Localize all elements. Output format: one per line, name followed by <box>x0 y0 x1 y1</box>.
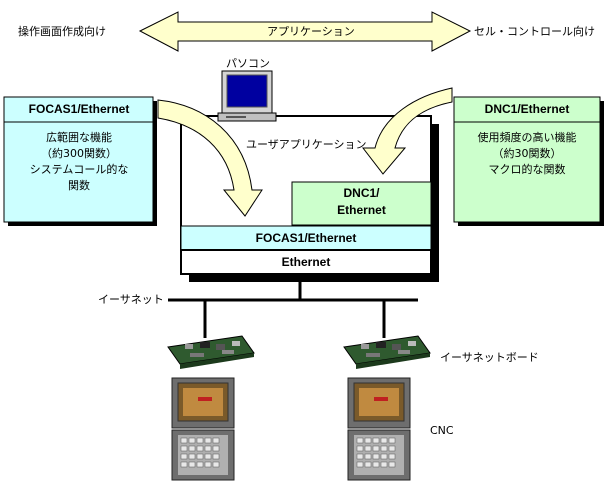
dnc-layer-line-2: Ethernet <box>337 203 386 217</box>
header-right-label: セル・コントロール向け <box>474 25 595 38</box>
focas-panel-box <box>3 96 154 223</box>
dnc-panel-title: DNC1/Ethernet <box>484 102 570 116</box>
cnc-label: CNC <box>430 424 454 437</box>
focas-layer-label: FOCAS1/Ethernet <box>255 231 357 245</box>
cnc-unit-icon-left <box>171 377 235 481</box>
ethernet-network-label: イーサネット <box>98 293 164 306</box>
focas-panel-line-4: 関数 <box>68 179 90 192</box>
focas-panel-line-2: （約300関数） <box>41 147 117 160</box>
focas-panel-line-1: 広範囲な機能 <box>46 131 112 144</box>
dnc-layer-box <box>291 181 432 226</box>
dnc-panel-line-1: 使用頻度の高い機能 <box>477 131 577 144</box>
ethernet-board-label: イーサネットボード <box>440 351 539 364</box>
ethernet-layer-box <box>180 249 432 275</box>
dnc-panel-line-3: マクロ的な関数 <box>488 163 566 176</box>
pc-label: パソコン <box>226 57 270 70</box>
focas-panel-title: FOCAS1/Ethernet <box>28 102 130 116</box>
ethernet-board-icon-right <box>343 335 431 369</box>
ethernet-board-icon-left <box>167 335 255 369</box>
application-double-arrow <box>138 11 472 52</box>
dnc-layer-line-1: DNC1/ <box>343 186 380 200</box>
dnc-panel-line-2: （約30関数） <box>492 147 562 160</box>
focas-panel-line-3: システムコール的な <box>29 163 129 176</box>
dnc-panel-box <box>453 96 601 223</box>
focas-layer-box <box>180 225 432 251</box>
header-arrow-label: アプリケーション <box>267 25 355 38</box>
dnc-curved-arrow <box>361 87 453 175</box>
cnc-unit-icon-right <box>347 377 411 481</box>
header-left-label: 操作画面作成向け <box>18 25 106 38</box>
user-application-label: ユーザアプリケーション <box>246 138 367 151</box>
pc-monitor-icon <box>217 70 277 122</box>
ethernet-layer-label: Ethernet <box>281 255 331 269</box>
focas-curved-arrow <box>157 99 263 217</box>
